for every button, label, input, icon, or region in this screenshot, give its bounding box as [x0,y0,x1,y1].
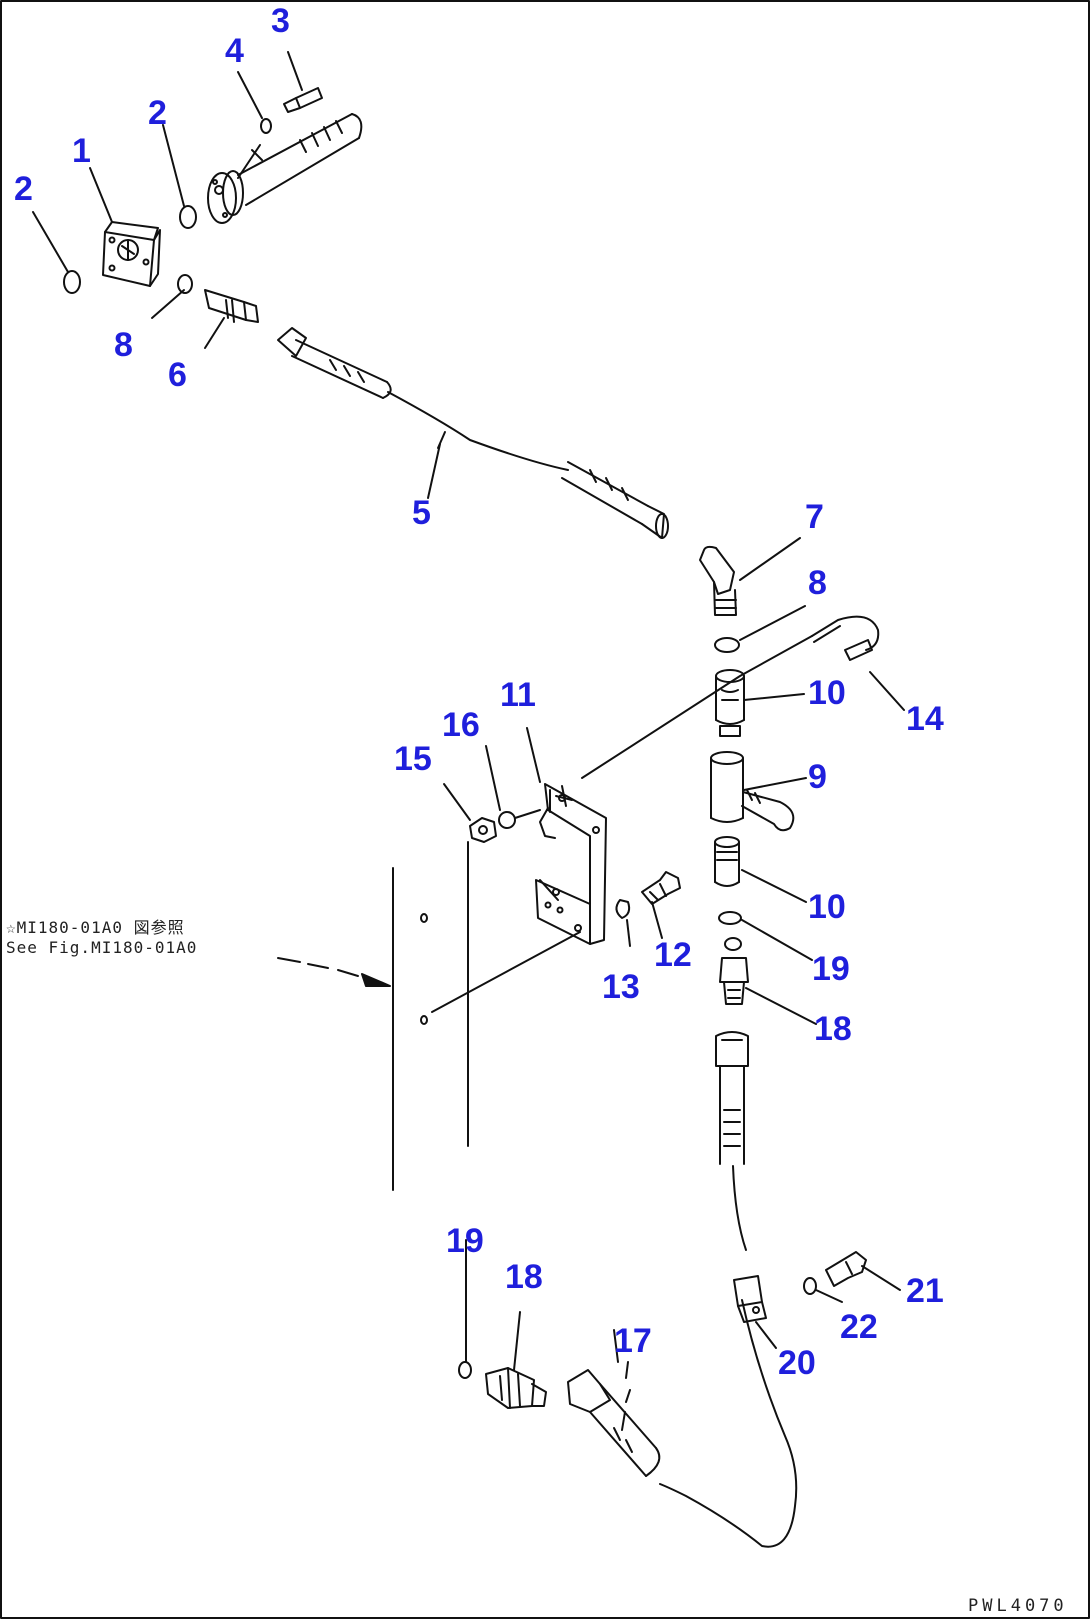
callout-18-lower: 18 [505,1258,543,1296]
callout-4: 4 [225,32,244,70]
callout-6: 6 [168,356,187,394]
part-10-coupler-upper [715,669,745,737]
part-15-nut [467,817,497,1147]
callout-16: 16 [442,706,480,744]
callout-8-lower: 8 [808,564,827,602]
part-14-sensor [581,615,880,779]
callout-22: 22 [840,1308,878,1346]
callout-12: 12 [654,936,692,974]
part-4-washer [260,118,272,134]
reference-arrow [277,957,391,987]
callout-7: 7 [805,498,824,536]
callout-14: 14 [906,700,944,738]
callout-8-upper: 8 [114,326,133,364]
part-2-oring-left [63,270,81,294]
part-8-oring-upper [177,274,193,294]
callout-9: 9 [808,758,827,796]
callout-11: 11 [500,676,536,714]
part-12-bolt [641,871,681,905]
callout-20: 20 [778,1344,816,1382]
leader-22 [815,1289,843,1303]
callout-10-upper: 10 [808,674,846,712]
part-8-oring-lower [714,637,740,653]
part-6-adapter [204,289,259,323]
callout-leaders [32,51,905,1371]
part-22-washer [803,1277,817,1295]
callout-10-lower: 10 [808,888,846,926]
part-19-oring-upper [718,911,742,925]
callout-15: 15 [394,740,432,778]
callout-2-left: 2 [14,170,33,208]
part-10-coupler-lower [714,836,740,887]
callout-18-upper: 18 [814,1010,852,1048]
part-21-bolt [825,1251,901,1291]
callout-1: 1 [72,132,91,170]
reference-note: ☆MI180-01A0 図参照 See Fig.MI180-01A0 [6,918,197,958]
drawing-number: PWL4070 [968,1596,1068,1616]
reference-note-line-2: See Fig.MI180-01A0 [6,938,198,957]
part-18-adapter-lower [485,1367,547,1409]
callout-19-lower: 19 [446,1222,484,1260]
part-13-lockwasher [615,899,631,919]
callout-13: 13 [602,968,640,1006]
callout-19-upper: 19 [812,950,850,988]
mounting-plate-reference [392,867,428,1191]
part-16-washer [498,811,516,829]
callout-2-right: 2 [148,94,167,132]
callout-3: 3 [271,2,290,40]
hose-flange-assembly [207,113,363,224]
part-5-hose [277,327,669,539]
part-20-clamp [733,1275,777,1349]
callout-17: 17 [614,1322,652,1360]
part-18-adapter-upper [719,937,749,1005]
part-7-elbow [699,545,737,616]
part-9-valve [710,751,795,832]
part-1-block [102,221,161,287]
part-2-oring-right [179,205,197,229]
part-19-oring-lower [458,1361,472,1379]
leader-13 [626,919,631,947]
reference-note-line-1: ☆MI180-01A0 図参照 [6,918,185,937]
callout-21: 21 [906,1272,944,1310]
callout-5: 5 [412,494,431,532]
part-3-bolt [283,87,323,113]
part-17-hose [567,1031,798,1548]
part-11-bracket [431,783,607,1013]
